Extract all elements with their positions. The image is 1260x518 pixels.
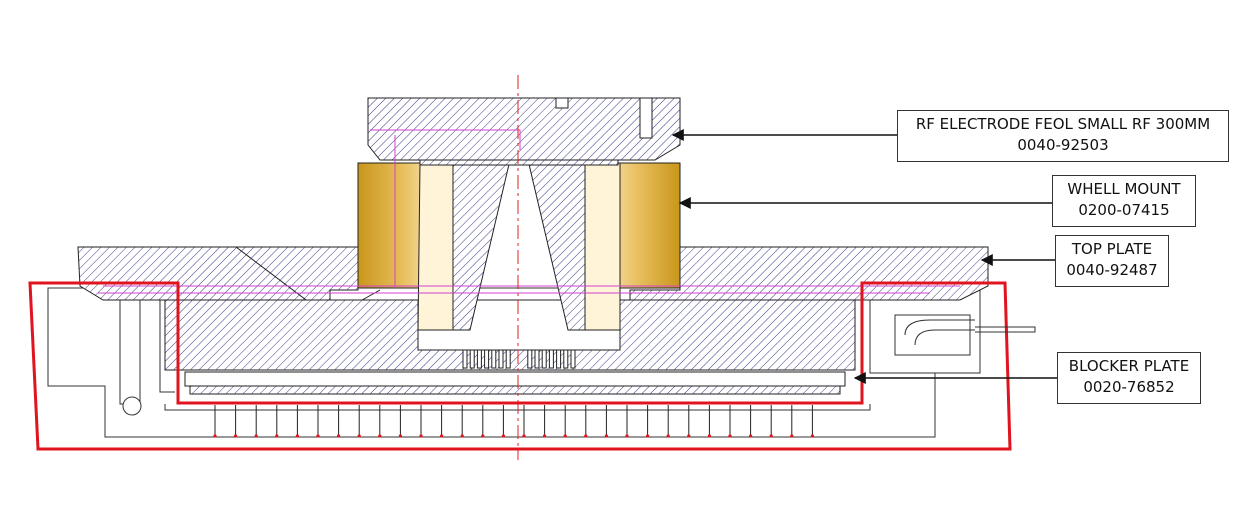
groove xyxy=(563,349,569,369)
pin-tip xyxy=(357,434,361,438)
groove xyxy=(498,349,504,369)
pin-tip xyxy=(563,434,567,438)
pin-tip xyxy=(501,434,505,438)
pin-tip xyxy=(440,434,444,438)
callout-blocker-plate: BLOCKER PLATE 0020-76852 xyxy=(1057,352,1201,404)
blocker-plate xyxy=(184,371,846,395)
groove xyxy=(462,349,468,369)
groove xyxy=(469,349,475,369)
groove xyxy=(548,349,554,369)
callout-wheel-mount-name: WHELL MOUNT xyxy=(1067,180,1181,198)
pin-tip xyxy=(790,434,794,438)
pin-tip xyxy=(584,434,588,438)
pin-tip xyxy=(543,434,547,438)
leader-arrows xyxy=(671,129,1058,384)
rf-electrode xyxy=(367,97,681,161)
groove xyxy=(541,349,547,369)
pin-tip xyxy=(728,434,732,438)
callout-blocker-plate-part: 0020-76852 xyxy=(1083,378,1175,396)
pin-tip xyxy=(460,434,464,438)
callout-rf-electrode-part: 0040-92503 xyxy=(1017,136,1109,154)
pin-tip xyxy=(810,434,815,438)
pin-tip xyxy=(604,434,609,438)
side-fitting xyxy=(894,314,1036,356)
pin-tip xyxy=(769,434,773,438)
pin-tip xyxy=(625,434,629,438)
highlight-outline xyxy=(28,281,1012,451)
callout-rf-electrode: RF ELECTRODE FEOL SMALL RF 300MM 0040-92… xyxy=(897,110,1229,162)
callout-top-plate-part: 0040-92487 xyxy=(1066,261,1158,279)
center-cone xyxy=(419,159,619,331)
groove xyxy=(484,349,490,369)
callout-wheel-mount: WHELL MOUNT 0200-07415 xyxy=(1052,175,1196,227)
callout-wheel-mount-part: 0200-07415 xyxy=(1078,201,1170,219)
groove xyxy=(556,349,562,369)
pin-tip xyxy=(749,434,753,438)
groove xyxy=(505,349,511,369)
top-plate xyxy=(77,246,989,319)
pin-tip xyxy=(234,434,238,438)
pin-tip xyxy=(666,434,670,438)
callout-top-plate: TOP PLATE 0040-92487 xyxy=(1055,235,1169,287)
wheel-mount xyxy=(357,162,681,331)
pin-tip xyxy=(295,434,299,438)
pin-tip xyxy=(481,434,485,438)
groove xyxy=(491,349,497,369)
pin-tip xyxy=(398,434,402,438)
callout-top-plate-name: TOP PLATE xyxy=(1071,240,1153,258)
pin-tip xyxy=(687,434,691,438)
center-grooves xyxy=(462,349,576,369)
groove xyxy=(527,349,533,369)
showerhead-pins xyxy=(213,405,815,438)
groove xyxy=(570,349,576,369)
groove xyxy=(534,349,540,369)
pin-tip xyxy=(522,434,526,438)
gas-channels xyxy=(98,129,960,294)
callout-rf-electrode-name: RF ELECTRODE FEOL SMALL RF 300MM xyxy=(915,115,1211,133)
pin-tip xyxy=(275,434,279,438)
pin-tip xyxy=(419,434,423,438)
bolt-hole xyxy=(122,396,142,416)
pin-tip xyxy=(707,434,712,438)
pin-tip xyxy=(213,434,217,438)
pin-tip xyxy=(646,434,650,438)
groove xyxy=(476,349,482,369)
pin-tip xyxy=(254,434,258,438)
pin-tip xyxy=(378,434,382,438)
pin-tip xyxy=(337,434,341,438)
callout-blocker-plate-name: BLOCKER PLATE xyxy=(1068,357,1190,375)
pin-tip xyxy=(316,434,320,438)
